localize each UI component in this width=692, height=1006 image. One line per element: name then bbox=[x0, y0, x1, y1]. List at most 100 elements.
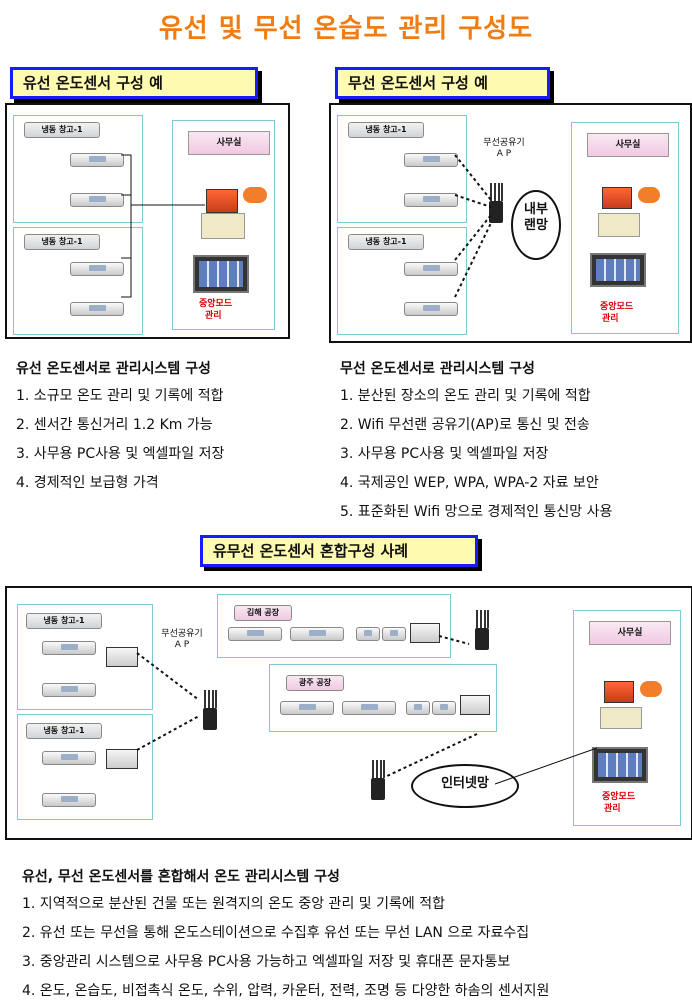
monitor-icon bbox=[193, 255, 249, 293]
sensor-device bbox=[70, 153, 124, 167]
sensor-device bbox=[290, 627, 344, 641]
mixed-feature-list: 1. 지역적으로 분산된 건물 또는 원격지의 온도 중앙 관리 및 기록에 적… bbox=[22, 890, 549, 1006]
office-label: 사무실 bbox=[589, 621, 671, 645]
plant-label: 김해 공장 bbox=[234, 605, 292, 621]
wireless-sensor bbox=[410, 623, 440, 643]
monitor-icon bbox=[590, 253, 646, 287]
monitor-icon bbox=[592, 747, 648, 783]
station-device bbox=[600, 707, 642, 729]
mixed-links bbox=[136, 635, 598, 785]
warehouse-panel: 냉동 창고-1 bbox=[17, 604, 153, 710]
list-item: 3. 중앙관리 시스템으로 사무용 PC사용 가능하고 엑셀파일 저장 및 휴대… bbox=[22, 954, 511, 970]
page-title: 유선 및 무선 온습도 관리 구성도 bbox=[158, 14, 534, 44]
plant-panel: 김해 공장 bbox=[217, 594, 451, 658]
list-item: 2. 센서간 통신거리 1.2 Km 가능 bbox=[16, 417, 213, 433]
sensor-device bbox=[70, 193, 124, 207]
wireless-sensor bbox=[106, 647, 138, 667]
router-icon bbox=[475, 610, 489, 650]
alarm-icon bbox=[243, 187, 267, 203]
warehouse-panel: 냉동 창고-1 bbox=[337, 227, 467, 335]
list-item: 1. 소규모 온도 관리 및 기록에 적합 bbox=[16, 388, 224, 404]
office-panel: 사무실 중앙모드 관리 bbox=[571, 122, 679, 334]
wired-heading: 유선 온도센서로 관리시스템 구성 bbox=[16, 361, 211, 377]
wireless-section-label: 무선 온도센서 구성 예 bbox=[335, 67, 550, 99]
wireless-sensor bbox=[106, 749, 138, 769]
router-icon bbox=[203, 690, 217, 730]
list-item: 1. 지역적으로 분산된 건물 또는 원격지의 온도 중앙 관리 및 기록에 적… bbox=[22, 896, 445, 912]
office-label: 사무실 bbox=[587, 133, 669, 157]
list-item: 5. 표준화된 Wifi 망으로 경제적인 통신망 사용 bbox=[340, 504, 613, 520]
wireless-sensor bbox=[460, 695, 490, 715]
office-panel: 사무실 중앙모드 관리 bbox=[573, 610, 681, 826]
warehouse-label: 냉동 창고-1 bbox=[26, 613, 102, 629]
temperature-controller bbox=[206, 189, 238, 213]
sensor-device bbox=[382, 627, 406, 641]
sensor-device bbox=[404, 302, 458, 316]
sensor-device bbox=[70, 302, 124, 316]
central-label: 중앙모드 bbox=[602, 792, 636, 802]
warehouse-label: 냉동 창고-1 bbox=[26, 723, 102, 739]
lan-cloud: 내부 랜망 bbox=[511, 190, 561, 260]
monitor-label: 관리 bbox=[205, 311, 222, 321]
router-icon bbox=[371, 760, 385, 800]
temperature-controller bbox=[604, 681, 634, 703]
station-device bbox=[598, 213, 640, 237]
sensor-device bbox=[406, 701, 430, 715]
wireless-links bbox=[454, 154, 492, 298]
mixed-heading: 유선, 무선 온도센서를 혼합해서 온도 관리시스템 구성 bbox=[22, 869, 340, 885]
plant-label: 광주 공장 bbox=[286, 675, 344, 691]
wireless-feature-list: 1. 분산된 장소의 온도 관리 및 기록에 적합 2. Wifi 무선랜 공유… bbox=[340, 382, 612, 527]
station-device bbox=[201, 213, 245, 239]
sensor-device bbox=[280, 701, 334, 715]
central-label: 중앙모드 bbox=[600, 302, 634, 312]
sensor-device bbox=[404, 153, 458, 167]
sensor-device bbox=[42, 793, 96, 807]
list-item: 4. 온도, 온습도, 비접촉식 온도, 수위, 압력, 카운터, 전력, 조명… bbox=[22, 983, 550, 999]
sensor-device bbox=[42, 641, 96, 655]
sensor-device bbox=[432, 701, 456, 715]
monitor-label: 관리 bbox=[604, 804, 621, 814]
monitor-label: 관리 bbox=[602, 314, 619, 324]
warehouse-panel: 냉동 창고-1 bbox=[337, 115, 467, 223]
office-label: 사무실 bbox=[188, 131, 270, 155]
mixed-diagram: 냉동 창고-1 냉동 창고-1 무선공유기 A P 김해 공장 광주 공장 인터… bbox=[5, 586, 692, 840]
alarm-icon bbox=[640, 681, 662, 697]
sensor-device bbox=[42, 751, 96, 765]
wire-connections bbox=[121, 154, 205, 298]
list-item: 2. Wifi 무선랜 공유기(AP)로 통신 및 전송 bbox=[340, 417, 590, 433]
warehouse-label: 냉동 창고-1 bbox=[348, 234, 424, 250]
list-item: 2. 유선 또는 무선을 통해 온도스테이션으로 수집후 유선 또는 무선 LA… bbox=[22, 925, 530, 941]
office-panel: 사무실 중앙모드 관리 bbox=[172, 120, 275, 330]
warehouse-label: 냉동 창고-1 bbox=[24, 234, 100, 250]
sensor-device bbox=[70, 262, 124, 276]
wireless-diagram: 냉동 창고-1 냉동 창고-1 무선공유기 A P 내부 랜망 사무실 중앙모드… bbox=[329, 103, 692, 343]
alarm-icon bbox=[638, 187, 660, 203]
sensor-device bbox=[42, 683, 96, 697]
ap-sublabel: A P bbox=[174, 640, 190, 650]
list-item: 3. 사무용 PC사용 및 엑셀파일 저장 bbox=[16, 446, 225, 462]
wired-diagram: 냉동 창고-1 냉동 창고-1 사무실 중앙모드 관리 bbox=[5, 103, 290, 339]
warehouse-label: 냉동 창고-1 bbox=[348, 122, 424, 138]
wireless-heading: 무선 온도센서로 관리시스템 구성 bbox=[340, 361, 535, 377]
router-icon bbox=[489, 183, 503, 223]
sensor-device bbox=[342, 701, 396, 715]
mixed-section-label: 유무선 온도센서 혼합구성 사례 bbox=[200, 535, 478, 567]
internet-cloud: 인터넷망 bbox=[411, 764, 519, 808]
sensor-device bbox=[404, 262, 458, 276]
warehouse-panel: 냉동 창고-1 bbox=[17, 714, 153, 820]
wired-section-label: 유선 온도센서 구성 예 bbox=[10, 67, 258, 99]
temperature-controller bbox=[602, 187, 632, 209]
ap-sublabel: A P bbox=[496, 149, 512, 159]
warehouse-panel: 냉동 창고-1 bbox=[13, 227, 143, 335]
ap-label: 무선공유기 bbox=[161, 629, 203, 639]
list-item: 4. 경제적인 보급형 가격 bbox=[16, 475, 159, 491]
central-label: 중앙모드 bbox=[199, 299, 233, 309]
sensor-device bbox=[228, 627, 282, 641]
sensor-device bbox=[404, 193, 458, 207]
list-item: 1. 분산된 장소의 온도 관리 및 기록에 적합 bbox=[340, 388, 591, 404]
ap-label: 무선공유기 bbox=[483, 138, 525, 148]
list-item: 4. 국제공인 WEP, WPA, WPA-2 자료 보안 bbox=[340, 475, 599, 491]
list-item: 3. 사무용 PC사용 및 엑셀파일 저장 bbox=[340, 446, 549, 462]
warehouse-panel: 냉동 창고-1 bbox=[13, 115, 143, 223]
sensor-device bbox=[356, 627, 380, 641]
